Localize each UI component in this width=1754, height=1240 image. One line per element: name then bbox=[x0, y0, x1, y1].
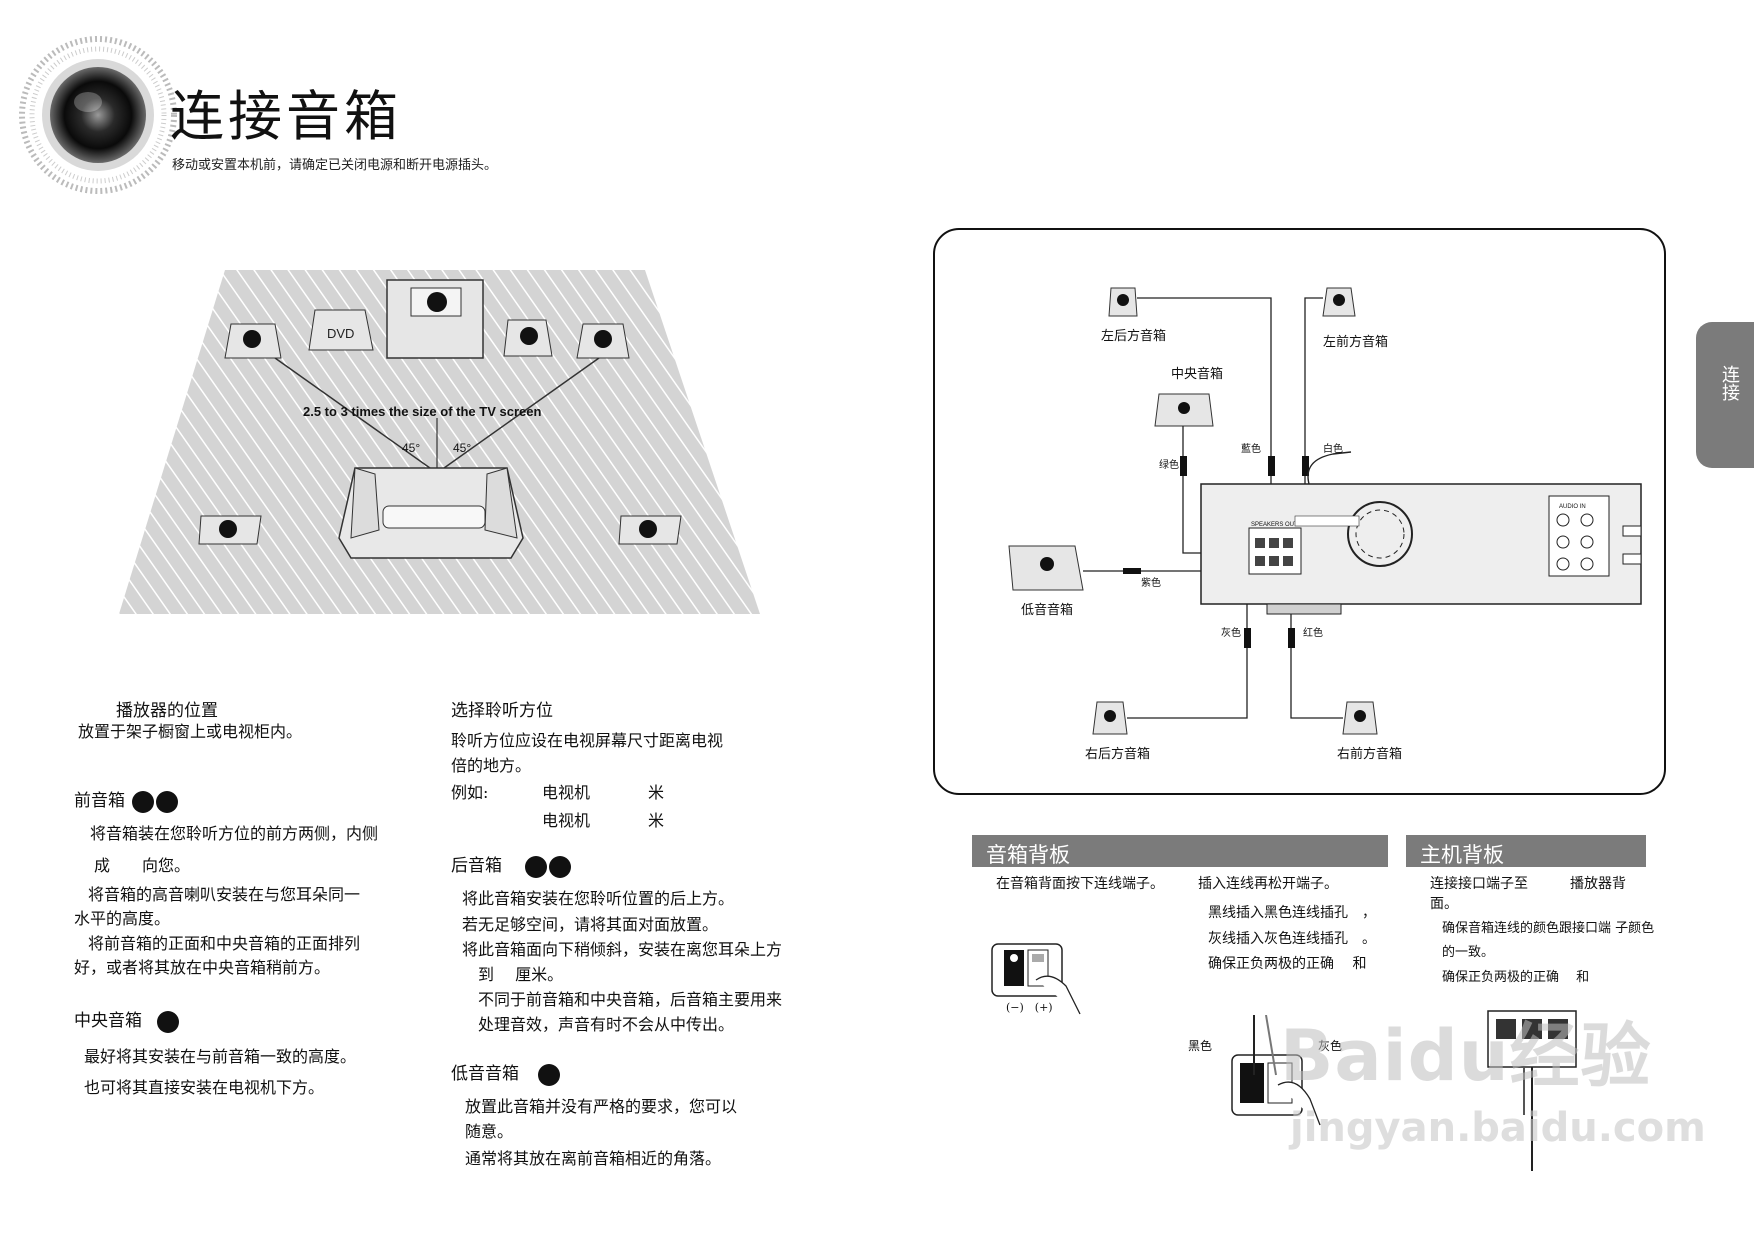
rear-speakers-line-5: 不同于前音箱和中央音箱，后音箱主要用来 bbox=[462, 990, 783, 1009]
speaker-dot-icon bbox=[132, 790, 155, 813]
speaker-terminal-press-figure bbox=[991, 943, 1081, 1015]
rear-speakers-line-1: 将此音箱安装在您聆听位置的后上方。 bbox=[462, 889, 735, 908]
unit-back-sub-2: 的一致。 bbox=[1442, 945, 1495, 960]
watermark-brand: Baidu经验 bbox=[1280, 1015, 1652, 1097]
example-row-2-item: 电视机 bbox=[542, 811, 591, 830]
front-right-speaker bbox=[576, 323, 630, 359]
center-speaker-line-1: 最好将其安装在与前音箱一致的高度。 bbox=[84, 1047, 357, 1066]
gray-wire-label: 灰色 bbox=[1221, 626, 1241, 639]
listening-position-line-2: 倍的地方。 bbox=[451, 756, 532, 775]
player-position-text: 放置于架子橱窗上或电视柜内。 bbox=[78, 722, 303, 741]
speaker-placement-diagram: DVD 2.5 to 3 times the size of the TV sc… bbox=[119, 270, 760, 614]
rear-left-label: 左后方音箱 bbox=[1101, 328, 1166, 344]
sofa bbox=[338, 467, 524, 559]
speaker-dot-icon bbox=[549, 855, 572, 878]
front-right-speaker-icon bbox=[1342, 701, 1378, 735]
rear-right-speaker-icon bbox=[1092, 701, 1128, 735]
rear-speakers-line-4: 到 厘米。 bbox=[462, 965, 564, 984]
example-row-1-unit: 米 bbox=[648, 783, 665, 802]
unit-back-sub-3: 确保正负两极的正确 和 bbox=[1442, 970, 1590, 985]
angle-left-label: 45° bbox=[402, 441, 420, 455]
speaker-logo-icon bbox=[19, 36, 177, 194]
speaker-dot-icon bbox=[156, 790, 179, 813]
rear-speakers-line-3: 将此音箱面向下稍倾斜，安装在离您耳朵上方 bbox=[462, 940, 783, 959]
section-side-tab[interactable] bbox=[1696, 322, 1754, 468]
subwoofer-heading: 低音音箱 bbox=[451, 1059, 561, 1086]
center-speaker-line-2: 也可将其直接安装在电视机下方。 bbox=[84, 1078, 325, 1097]
wiring-diagram: 左后方音箱 左前方音箱 中央音箱 低音音箱 右后方音箱 右前方音箱 bbox=[1008, 287, 1642, 762]
listening-position-line-1: 聆听方位应设在电视屏幕尺寸距离电视 bbox=[451, 731, 724, 750]
blue-wire-label: 藍色 bbox=[1241, 442, 1261, 455]
gray-wire-label-back: 灰色 bbox=[1318, 1039, 1343, 1053]
purple-wire-label: 紫色 bbox=[1141, 576, 1161, 589]
front-speakers-heading: 前音箱 bbox=[74, 786, 179, 813]
distance-label: 2.5 to 3 times the size of the TV screen bbox=[303, 404, 541, 419]
center-front-speaker bbox=[503, 319, 553, 357]
center-speaker-icon bbox=[1154, 393, 1214, 427]
player-position-heading: 播放器的位置 bbox=[116, 701, 218, 721]
speaker-dot-icon bbox=[157, 1010, 180, 1033]
unit-back-line-1: 连接接口端子至 播放器背 bbox=[1430, 876, 1626, 892]
speaker-dot-icon bbox=[538, 1063, 561, 1086]
example-row-1-item: 电视机 bbox=[542, 783, 591, 802]
green-wire-label: 绿色 bbox=[1159, 458, 1179, 471]
svg-text:DVD: DVD bbox=[327, 326, 354, 341]
speaker-back-polarity: (−) (+) bbox=[1006, 1001, 1053, 1014]
front-left-label: 左前方音箱 bbox=[1323, 334, 1388, 350]
unit-back-line-2: 面。 bbox=[1430, 896, 1458, 912]
rear-speakers-line-2: 若无足够空间，请将其面对面放置。 bbox=[462, 915, 719, 934]
subwoofer-line-3: 通常将其放在离前音箱相近的角落。 bbox=[465, 1149, 722, 1168]
front-right-label: 右前方音箱 bbox=[1337, 746, 1402, 762]
front-speakers-line-1: 将音箱装在您聆听方位的前方两侧，内侧 bbox=[90, 824, 379, 843]
speakers-out-label: SPEAKERS OUT bbox=[1251, 522, 1298, 528]
watermark-url: jingyan.baidu.com bbox=[1290, 1105, 1706, 1151]
front-speakers-line-5: 将前音箱的正面和中央音箱的正面排列 bbox=[88, 934, 361, 953]
black-wire-label: 黑色 bbox=[1188, 1039, 1213, 1053]
rear-speakers-heading: 后音箱 bbox=[451, 851, 572, 878]
rear-speakers-line-6: 处理音效，声音有时不会从中传出。 bbox=[462, 1015, 735, 1034]
speaker-back-line-1: 黑线插入黑色连线插孔 ， bbox=[1208, 905, 1376, 921]
audio-in-label: AUDIO IN bbox=[1559, 504, 1586, 510]
example-row-2-unit: 米 bbox=[648, 811, 665, 830]
front-speakers-line-6: 好，或者将其放在中央音箱稍前方。 bbox=[74, 958, 331, 977]
angle-right-label: 45° bbox=[453, 441, 471, 455]
rear-right-speaker bbox=[618, 515, 682, 545]
subwoofer-line-1: 放置此音箱并没有严格的要求，您可以 bbox=[465, 1097, 738, 1116]
main-unit-back-panel: SPEAKERS OUT AUDIO IN bbox=[1200, 451, 1642, 615]
rear-right-label: 右后方音箱 bbox=[1085, 746, 1150, 762]
white-wire-label: 白色 bbox=[1323, 442, 1343, 455]
unit-back-header: 主机背板 bbox=[1406, 835, 1646, 867]
speaker-back-step-1: 在音箱背面按下连线端子。 bbox=[996, 876, 1164, 892]
unit-back-sub-1: 确保音箱连线的颜色跟接口端 子颜色 bbox=[1442, 921, 1655, 936]
speaker-back-line-3: 确保正负两极的正确 和 bbox=[1208, 956, 1367, 972]
front-left-speaker-icon bbox=[1322, 287, 1356, 317]
wiring-diagram-frame bbox=[933, 228, 1666, 795]
rear-left-speaker bbox=[198, 515, 262, 545]
front-speakers-line-4: 水平的高度。 bbox=[74, 909, 171, 928]
tv-speaker-unit bbox=[386, 279, 484, 359]
red-wire-label: 红色 bbox=[1303, 626, 1323, 639]
page-title: 连接音箱 bbox=[170, 85, 402, 148]
rear-left-speaker-icon bbox=[1108, 287, 1138, 317]
center-speaker-heading: 中央音箱 bbox=[74, 1006, 180, 1033]
unit-terminal-figure bbox=[1487, 1010, 1577, 1171]
dvd-player: DVD bbox=[308, 309, 374, 351]
section-side-tab-label: 连接 bbox=[1719, 365, 1740, 401]
speaker-dot-icon bbox=[525, 855, 548, 878]
subwoofer-label: 低音音箱 bbox=[1021, 602, 1073, 618]
speaker-back-line-2: 灰线插入灰色连线插孔 。 bbox=[1208, 931, 1376, 947]
subwoofer-line-2: 随意。 bbox=[465, 1122, 514, 1141]
listening-position-heading: 选择聆听方位 bbox=[451, 701, 553, 721]
speaker-back-header: 音箱背板 bbox=[972, 835, 1388, 867]
front-speakers-line-3: 将音箱的高音喇叭安装在与您耳朵同一 bbox=[88, 885, 361, 904]
speaker-terminal-insert-figure bbox=[1231, 1015, 1321, 1126]
front-speakers-line-2: 成 向您。 bbox=[94, 856, 191, 875]
subwoofer-icon bbox=[1008, 545, 1084, 591]
speaker-back-step-2: 插入连线再松开端子。 bbox=[1198, 876, 1338, 892]
example-label: 例如: bbox=[451, 783, 489, 802]
front-left-speaker bbox=[224, 323, 282, 359]
page-subtitle: 移动或安置本机前，请确定已关闭电源和断开电源插头。 bbox=[172, 158, 498, 173]
center-label: 中央音箱 bbox=[1171, 366, 1223, 382]
